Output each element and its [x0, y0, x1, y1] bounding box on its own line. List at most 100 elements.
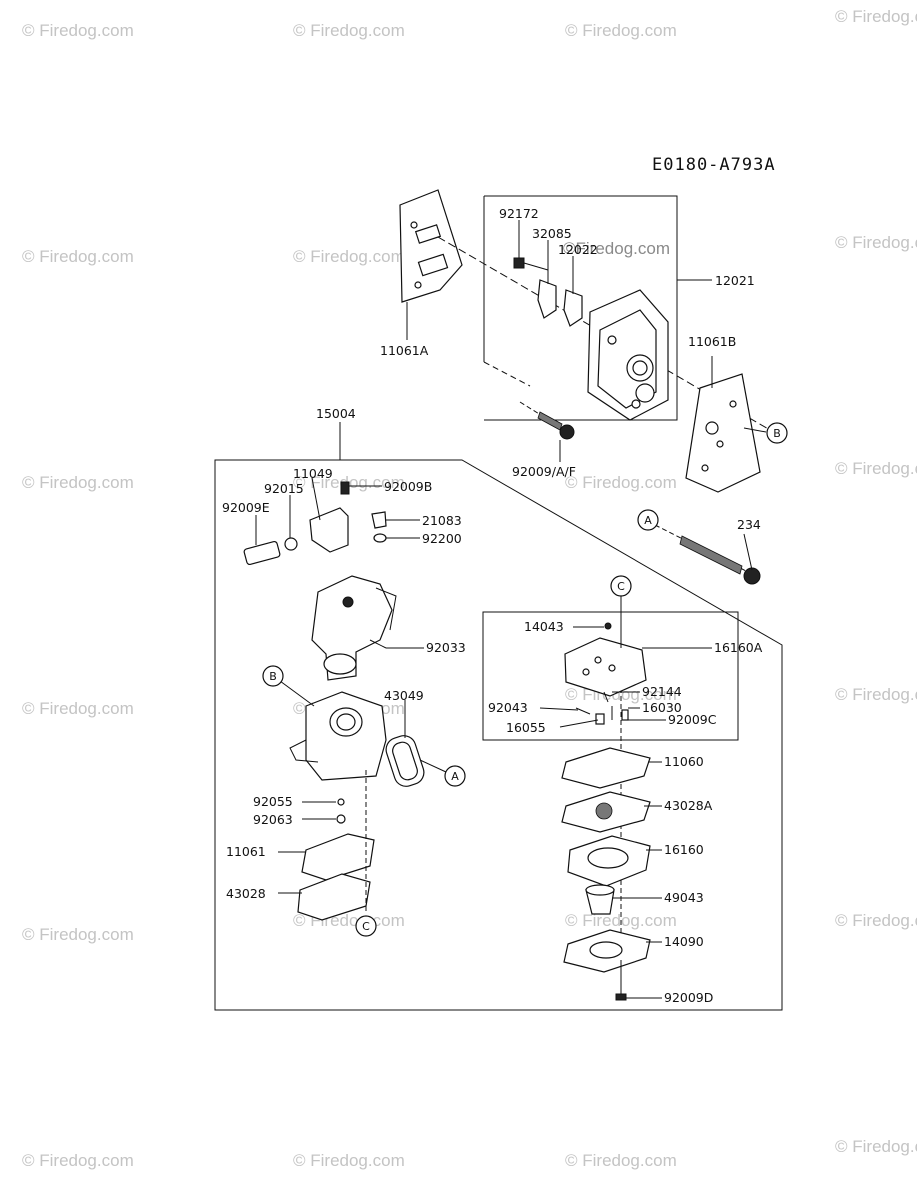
part-label: 92043 [488, 700, 528, 715]
watermark: © Firedog.com [835, 1137, 917, 1156]
part-label: 21083 [422, 513, 462, 528]
part-label: 43028 [226, 886, 266, 901]
part-label: 12022 [558, 242, 598, 257]
callout-a-label: A [644, 514, 652, 527]
part-92055 [337, 798, 345, 806]
watermark: © Firedog.com [22, 473, 134, 492]
bolt-92009-shaft [537, 411, 563, 431]
top-assembly [399, 189, 771, 585]
gasket-11061b [685, 373, 761, 493]
screw-92009e [243, 540, 281, 566]
callout-b-label: B [773, 427, 781, 440]
diaphragm-center [595, 802, 613, 820]
part-label: 11061 [226, 844, 266, 859]
callout-c-label: C [617, 580, 625, 593]
part-label: 92144 [642, 684, 682, 699]
part-label: 16160A [714, 640, 763, 655]
frame-15004 [214, 459, 783, 1011]
part-labels: 92172 32085 12022 12021 11061 A 11061B 15… [222, 206, 763, 1005]
gasket-11061 [301, 833, 375, 881]
watermark: © Firedog.com [565, 1151, 677, 1170]
part-14043 [604, 622, 612, 630]
carburetor-throat [323, 653, 357, 675]
watermarks: © Firedog.com © Firedog.com © Firedog.co… [22, 7, 917, 1170]
watermark: © Firedog.com [835, 911, 917, 930]
cover-hole [594, 656, 602, 664]
washer-92015 [284, 537, 298, 551]
part-21083 [371, 511, 387, 529]
carburetor-body [243, 481, 425, 921]
part-label: 92009E [222, 500, 270, 515]
watermark: ©Firedog.com [563, 239, 670, 258]
gasket-11060 [561, 747, 651, 789]
part-label: 92033 [426, 640, 466, 655]
part-label: 12021 [715, 273, 755, 288]
watermark: © Firedog.com [835, 233, 917, 252]
diagram-code: E0180-A793A [652, 155, 776, 175]
watermark: © Firedog.com [22, 1151, 134, 1170]
carburetor-bore-inner [336, 713, 356, 731]
part-label: 16055 [506, 720, 546, 735]
clip-92033 [369, 639, 387, 649]
bracket-12021-diag [483, 361, 531, 387]
gasket-port [414, 224, 442, 244]
callout-c-label: C [362, 920, 370, 933]
bolt-234-shaft [679, 535, 743, 575]
part-label: 32085 [532, 226, 572, 241]
part-label: 234 [737, 517, 761, 532]
pin-92043 [575, 707, 591, 715]
watermark: © Firedog.com [22, 699, 134, 718]
part-label: 11061B [688, 334, 736, 349]
cover-hole [608, 664, 616, 672]
watermark: © Firedog.com [565, 473, 677, 492]
box-16160A [482, 611, 739, 741]
callouts: B A C B A C [262, 422, 788, 937]
part-label: 43049 [384, 688, 424, 703]
callout-a [637, 509, 659, 531]
leader-lines [255, 220, 767, 999]
part-label: 11060 [664, 754, 704, 769]
watermark: © Firedog.com [293, 247, 405, 266]
callout-a-label: A [451, 770, 459, 783]
bolt-92172 [513, 257, 525, 269]
plate-32085 [537, 279, 557, 319]
callout-b [766, 422, 788, 444]
gasket-11061a [399, 189, 463, 303]
needle-16055 [595, 713, 605, 725]
insulator-port-inner [632, 360, 648, 376]
part-label: 92009D [664, 990, 713, 1005]
part-label: 15004 [316, 406, 356, 421]
gasket-port [417, 253, 449, 277]
cover-port [589, 941, 623, 959]
insulator-hole [607, 335, 617, 345]
carburetor-valve [342, 596, 354, 608]
screw-92009d-head [615, 993, 627, 1001]
lever-11049 [309, 507, 349, 553]
part-label: 92055 [253, 794, 293, 809]
part-label: 16160 [664, 842, 704, 857]
gasket-hole [701, 464, 709, 472]
screw-92009c [621, 709, 629, 721]
part-label: 92063 [253, 812, 293, 827]
part-label: 92172 [499, 206, 539, 221]
carburetor-linkage [375, 587, 397, 631]
watermark: © Firedog.com [293, 1151, 405, 1170]
insulator-hole [631, 399, 641, 409]
spring-92144 [603, 691, 609, 703]
part-label: 92015 [264, 481, 304, 496]
bracket-12021 [484, 195, 678, 421]
callout-a [444, 765, 466, 787]
callout-b [262, 665, 284, 687]
watermark: © Firedog.com [835, 7, 917, 26]
pump-chamber [587, 847, 629, 869]
insulator-face [597, 309, 657, 409]
watermark: © Firedog.com [835, 685, 917, 704]
part-label: 14043 [524, 619, 564, 634]
callout-b-label: B [269, 670, 277, 683]
carburetor-side [289, 739, 319, 763]
callout-c [610, 575, 632, 597]
part-label: 14090 [664, 934, 704, 949]
gasket-43049-inner [392, 741, 418, 781]
primer-rim [585, 884, 615, 896]
